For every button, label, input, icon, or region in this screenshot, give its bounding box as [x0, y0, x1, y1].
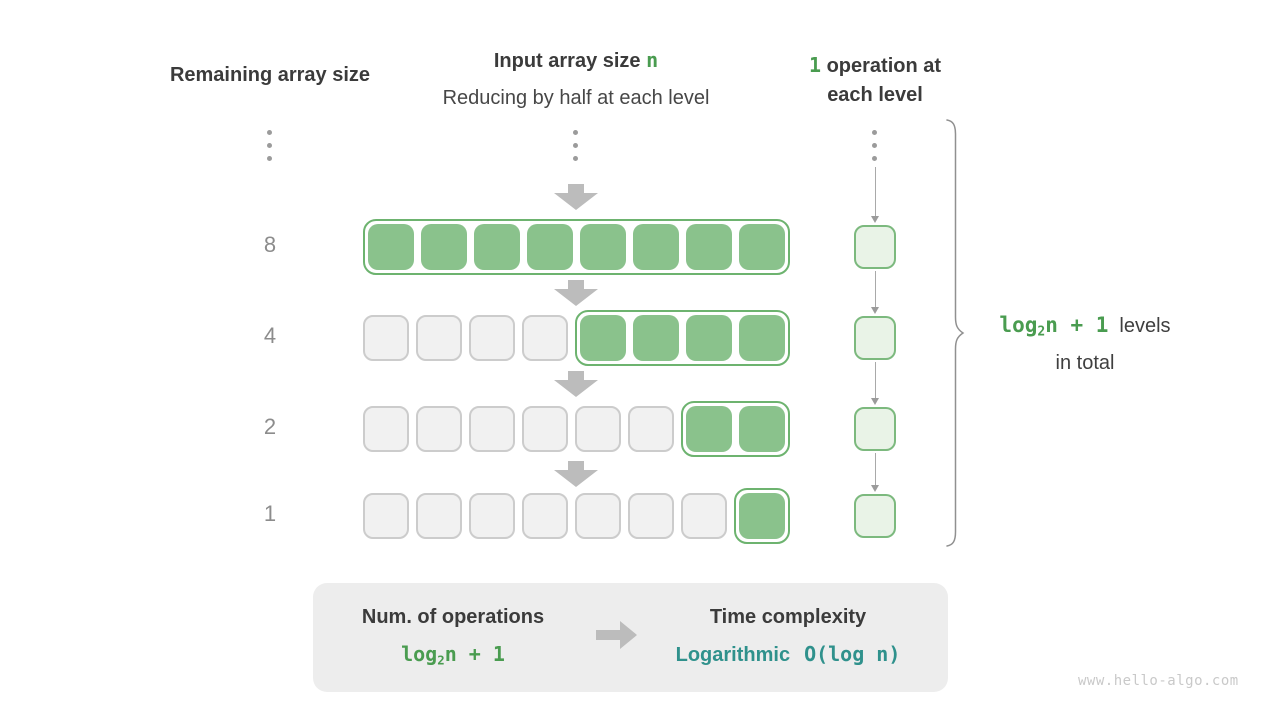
array-cell-active: [686, 315, 732, 361]
array-cell-active: [633, 315, 679, 361]
array-cell-active: [739, 224, 785, 270]
dot-icon: [573, 143, 578, 148]
dot-icon: [573, 156, 578, 161]
array-cell-empty: [416, 493, 462, 539]
array-cell-active: [580, 315, 626, 361]
dot-icon: [872, 130, 877, 135]
array-cell-empty: [363, 493, 409, 539]
dot-icon: [267, 130, 272, 135]
down-arrow-icon: [554, 371, 598, 397]
array-cell-empty: [628, 493, 674, 539]
down-arrow-icon: [554, 461, 598, 487]
thin-down-arrow-icon: [871, 453, 880, 492]
dot-icon: [267, 156, 272, 161]
array-cell-active: [686, 406, 732, 452]
row-label-4: 4: [263, 323, 277, 348]
array-cell-empty: [469, 493, 515, 539]
num-operations-title: Num. of operations: [361, 606, 545, 628]
array-row-2: [363, 401, 790, 457]
array-cell-active: [633, 224, 679, 270]
array-cell-active: [739, 406, 785, 452]
array-cell-empty: [363, 406, 409, 452]
array-cell-empty: [469, 406, 515, 452]
array-cell-empty: [522, 315, 568, 361]
array-cell-active: [421, 224, 467, 270]
row-label-1: 1: [263, 501, 277, 526]
input-array-size-title: Input array size n: [493, 48, 659, 72]
row-label-8: 8: [263, 232, 277, 257]
num-operations-formula: log2n + 1: [401, 642, 505, 668]
operation-box: [854, 225, 896, 269]
brace-icon: [940, 119, 966, 552]
array-cell-empty: [522, 493, 568, 539]
array-cell-empty: [575, 493, 621, 539]
thin-down-arrow-icon: [871, 271, 880, 314]
dot-icon: [267, 143, 272, 148]
array-cell-active: [474, 224, 520, 270]
ellipsis-dots-right: [872, 130, 877, 161]
array-cell-active: [686, 224, 732, 270]
array-row-4: [363, 310, 790, 366]
log-formula: log2n + 1: [999, 313, 1109, 340]
array-cell-active: [580, 224, 626, 270]
header-remaining-array-size: Remaining array size: [120, 64, 420, 87]
input-array-size-subtitle: Reducing by half at each level: [442, 87, 710, 109]
dot-icon: [573, 130, 578, 135]
one-symbol: 1: [808, 53, 822, 77]
active-subarray: [681, 401, 790, 457]
array-cell-active: [368, 224, 414, 270]
array-cell-active: [739, 315, 785, 361]
down-arrow-icon: [554, 280, 598, 306]
array-row-1: [363, 488, 790, 544]
array-cell-empty: [469, 315, 515, 361]
array-cell-active: [527, 224, 573, 270]
header-input-array-size: Input array size n Reducing by half at e…: [396, 46, 756, 112]
array-cell-active: [739, 493, 785, 539]
array-cell-empty: [522, 406, 568, 452]
operation-box: [854, 407, 896, 451]
array-cell-empty: [416, 406, 462, 452]
array-cell-empty: [416, 315, 462, 361]
big-o-notation: O(log n): [804, 642, 901, 666]
active-subarray: [575, 310, 790, 366]
dot-icon: [872, 156, 877, 161]
array-row-8: [363, 219, 790, 275]
time-complexity-title: Time complexity: [709, 606, 867, 628]
active-subarray: [363, 219, 790, 275]
down-arrow-icon: [554, 184, 598, 210]
summary-box: Num. of operations log2n + 1 Time comple…: [313, 583, 948, 692]
watermark: www.hello-algo.com: [1078, 673, 1239, 689]
array-cell-empty: [363, 315, 409, 361]
row-label-2: 2: [263, 414, 277, 439]
thin-down-arrow-icon: [871, 167, 880, 223]
array-cell-empty: [628, 406, 674, 452]
active-subarray: [734, 488, 790, 544]
num-operations-block: Num. of operations log2n + 1: [313, 604, 593, 673]
ellipsis-dots-center: [573, 130, 578, 161]
ellipsis-dots-left: [267, 130, 272, 161]
n-symbol: n: [646, 48, 659, 72]
remaining-array-size-label: Remaining array size: [169, 64, 371, 86]
thin-down-arrow-icon: [871, 362, 880, 405]
dot-icon: [872, 143, 877, 148]
header-operations-per-level: 1 operation at each level: [808, 53, 942, 106]
operation-box: [854, 494, 896, 538]
array-cell-empty: [681, 493, 727, 539]
operation-box: [854, 316, 896, 360]
right-arrow-icon: [596, 620, 638, 650]
array-cell-empty: [575, 406, 621, 452]
